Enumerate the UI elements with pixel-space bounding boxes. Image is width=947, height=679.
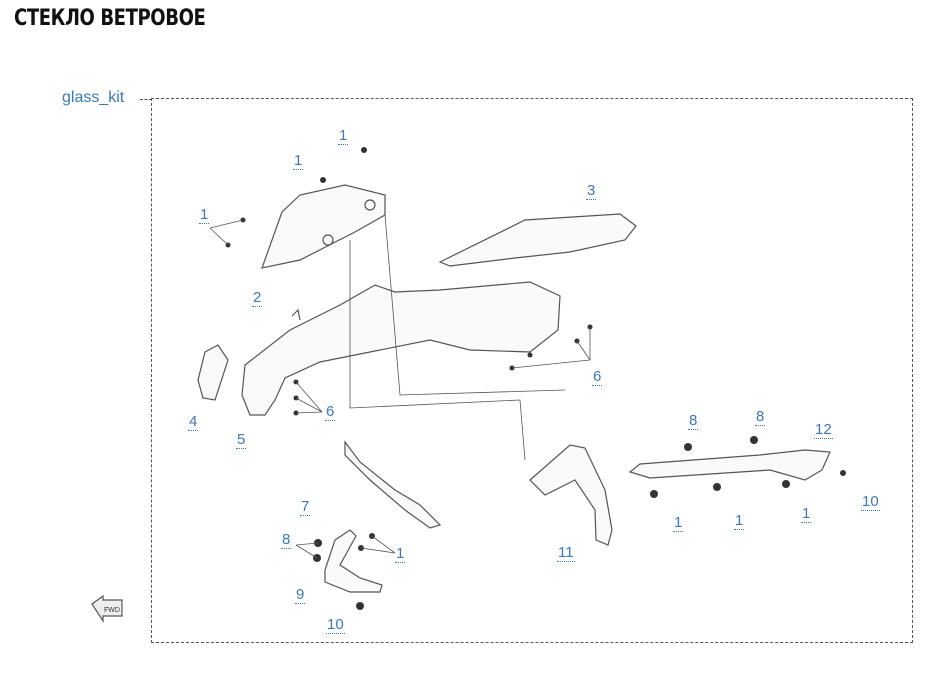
- part-5-shape: [241, 281, 561, 416]
- part-2-shape: [261, 184, 386, 269]
- routing-line: [349, 240, 526, 461]
- callout-8: 8: [688, 412, 699, 430]
- callout-1: 1: [338, 127, 349, 145]
- part-7-shape: [344, 440, 442, 529]
- kit-frame: [151, 98, 913, 643]
- callout-10: 10: [326, 616, 345, 634]
- callout-1: 1: [673, 514, 684, 532]
- callout-10: 10: [861, 493, 880, 511]
- fwd-arrow-icon: [91, 594, 123, 624]
- callout-4: 4: [188, 413, 199, 431]
- callout-2: 2: [252, 289, 263, 307]
- part-4-shape: [197, 344, 229, 401]
- callout-12: 12: [814, 421, 833, 439]
- routing-line: [384, 214, 566, 396]
- callout-3: 3: [586, 182, 597, 200]
- callout-1: 1: [734, 512, 745, 530]
- kit-leader-line: [140, 99, 152, 100]
- callout-1: 1: [801, 505, 812, 523]
- callout-5: 5: [236, 431, 247, 449]
- page-title: СТЕКЛО ВЕТРОВОЕ: [14, 6, 206, 31]
- part-11-shape: [529, 444, 613, 546]
- callout-6: 6: [325, 403, 336, 421]
- callout-8: 8: [281, 531, 292, 549]
- callout-8: 8: [755, 408, 766, 426]
- leader-lines: [209, 219, 591, 559]
- part-9-shape: [324, 529, 383, 593]
- callout-6: 6: [592, 368, 603, 386]
- callout-7: 7: [300, 498, 311, 516]
- callout-11: 11: [557, 544, 575, 562]
- part-12-shape: [628, 449, 831, 481]
- callout-1: 1: [293, 152, 304, 170]
- callout-9: 9: [295, 586, 306, 604]
- callout-1: 1: [199, 206, 210, 224]
- fwd-label: FWD: [104, 607, 120, 614]
- part-3-shape: [438, 213, 637, 267]
- kit-label: glass_kit: [62, 89, 125, 106]
- callout-1: 1: [395, 545, 406, 563]
